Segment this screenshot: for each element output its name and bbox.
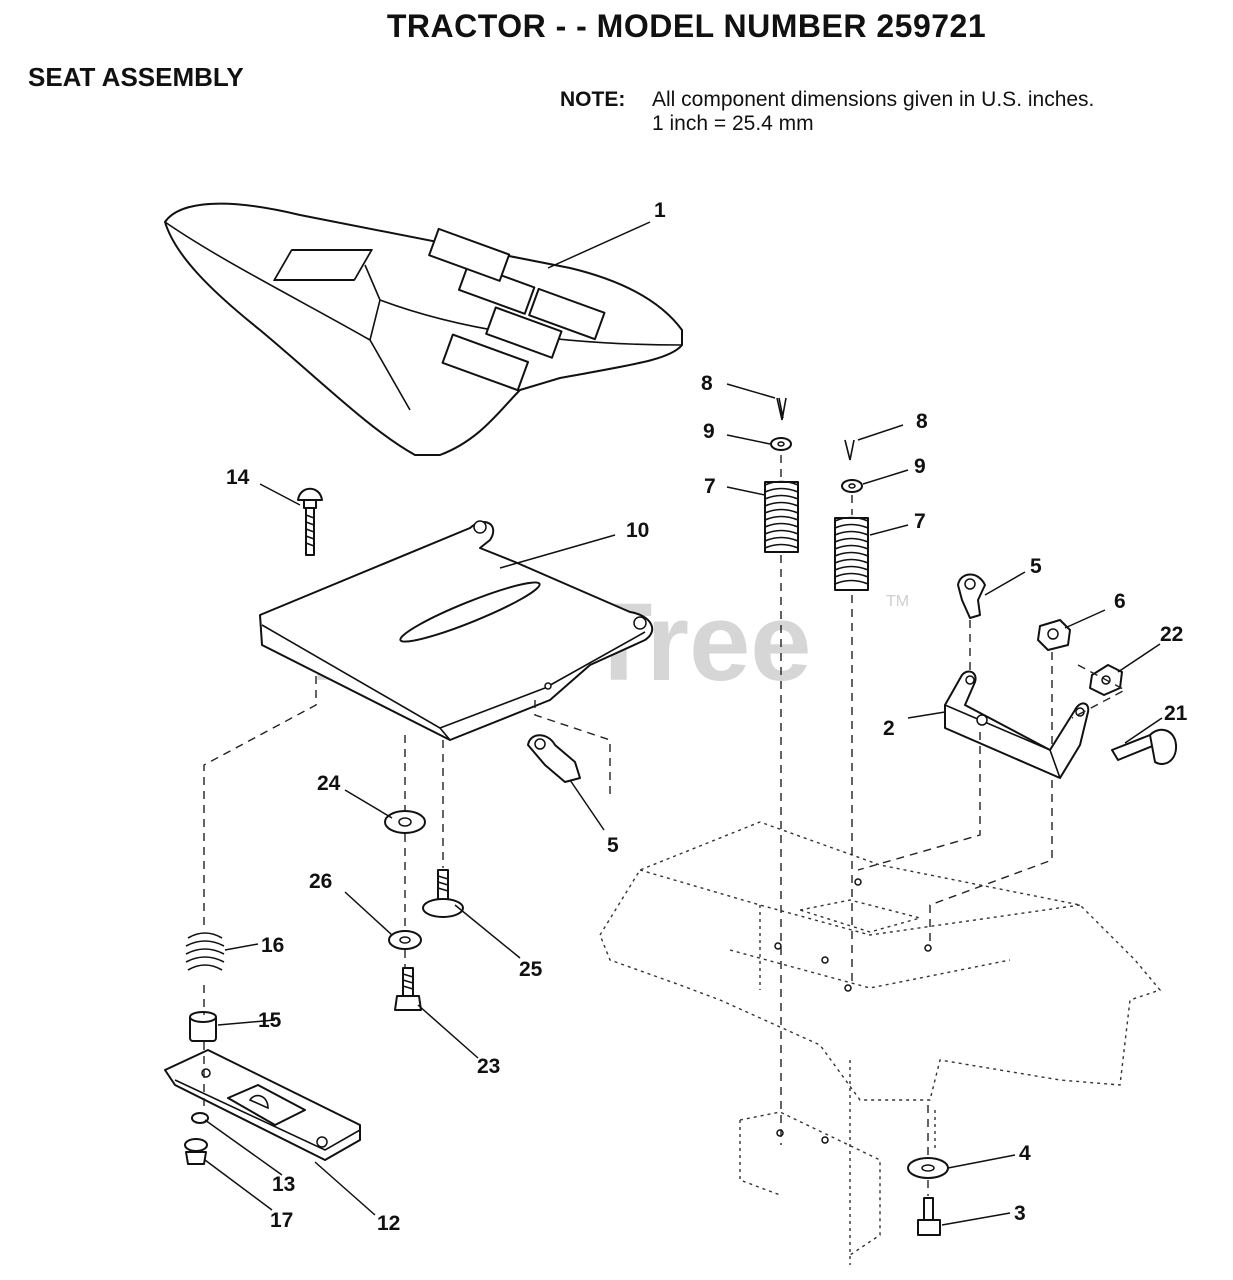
flange-bolt-part-25[interactable] (422, 869, 464, 918)
hex-bolt-part-23[interactable] (394, 967, 422, 1011)
assembly-lines (203, 455, 1127, 1196)
callout-16: 16 (261, 934, 284, 957)
leader-lines (204, 221, 1163, 1226)
note-line-1: All component dimensions given in U.S. i… (652, 88, 1095, 111)
washer-part-24[interactable] (384, 810, 426, 834)
shoulder-bolt-part[interactable] (1111, 728, 1178, 765)
callout-4: 4 (1019, 1142, 1031, 1165)
callout-1: 1 (654, 199, 666, 222)
compression-spring-part[interactable] (185, 932, 225, 971)
callout-26: 26 (309, 870, 332, 893)
clip-part-lower[interactable] (527, 734, 581, 783)
clip-part-right[interactable] (957, 573, 986, 619)
note-label: NOTE: (560, 88, 626, 111)
callout-3: 3 (1014, 1202, 1026, 1225)
carriage-bolt-part[interactable] (297, 487, 323, 556)
callout-5-lower: 5 (607, 834, 619, 857)
nut-part-17[interactable] (184, 1138, 208, 1165)
washer-part-right[interactable] (841, 479, 863, 493)
pivot-plate-part[interactable] (164, 1049, 361, 1161)
note-line-2: 1 inch = 25.4 mm (652, 112, 814, 135)
bolt-part-3[interactable] (917, 1197, 941, 1236)
callout-8-right: 8 (916, 410, 928, 433)
seat-part[interactable] (164, 202, 683, 456)
dimension-note: NOTE: All component dimensions given in U… (560, 88, 1094, 136)
seat-pan-part[interactable] (259, 520, 654, 741)
callout-6: 6 (1114, 590, 1126, 613)
seat-bracket-part[interactable] (944, 670, 1090, 779)
callout-labels: 1 2 3 4 5 5 6 7 7 8 8 9 9 10 12 13 14 15… (226, 199, 1188, 1235)
callout-17: 17 (270, 1209, 293, 1232)
section-title: SEAT ASSEMBLY (28, 62, 244, 92)
callout-12: 12 (377, 1212, 400, 1235)
washer-part-4[interactable] (907, 1157, 949, 1179)
watermark-tm: TM (886, 593, 909, 610)
nut-part-6[interactable] (1037, 619, 1071, 651)
callout-5-upper: 5 (1030, 555, 1042, 578)
callout-9-left: 9 (703, 420, 715, 443)
fender-reference (599, 821, 1162, 1265)
callout-21: 21 (1164, 702, 1188, 725)
bushing-part-13[interactable] (191, 1112, 209, 1124)
cotter-pin-part-right[interactable] (844, 439, 855, 461)
callout-10: 10 (626, 519, 649, 542)
callout-7-right: 7 (914, 510, 926, 533)
spring-part-left[interactable] (764, 480, 799, 553)
callout-15: 15 (258, 1009, 282, 1032)
callout-14: 14 (226, 466, 250, 489)
washer-part-left[interactable] (770, 437, 792, 451)
callout-24: 24 (317, 772, 341, 795)
spacer-part[interactable] (189, 1011, 217, 1042)
page-title: TRACTOR - - MODEL NUMBER 259721 (386, 8, 987, 44)
washer-part-26[interactable] (388, 930, 422, 950)
cotter-pin-part-left[interactable] (776, 397, 787, 421)
callout-2: 2 (883, 717, 895, 740)
callout-9-right: 9 (914, 455, 926, 478)
callout-25: 25 (519, 958, 543, 981)
callout-7-left: 7 (704, 475, 716, 498)
callout-23: 23 (477, 1055, 500, 1078)
callout-8-left: 8 (701, 372, 713, 395)
callout-13: 13 (272, 1173, 295, 1196)
callout-22: 22 (1160, 623, 1183, 646)
spring-part-right[interactable] (834, 516, 869, 591)
